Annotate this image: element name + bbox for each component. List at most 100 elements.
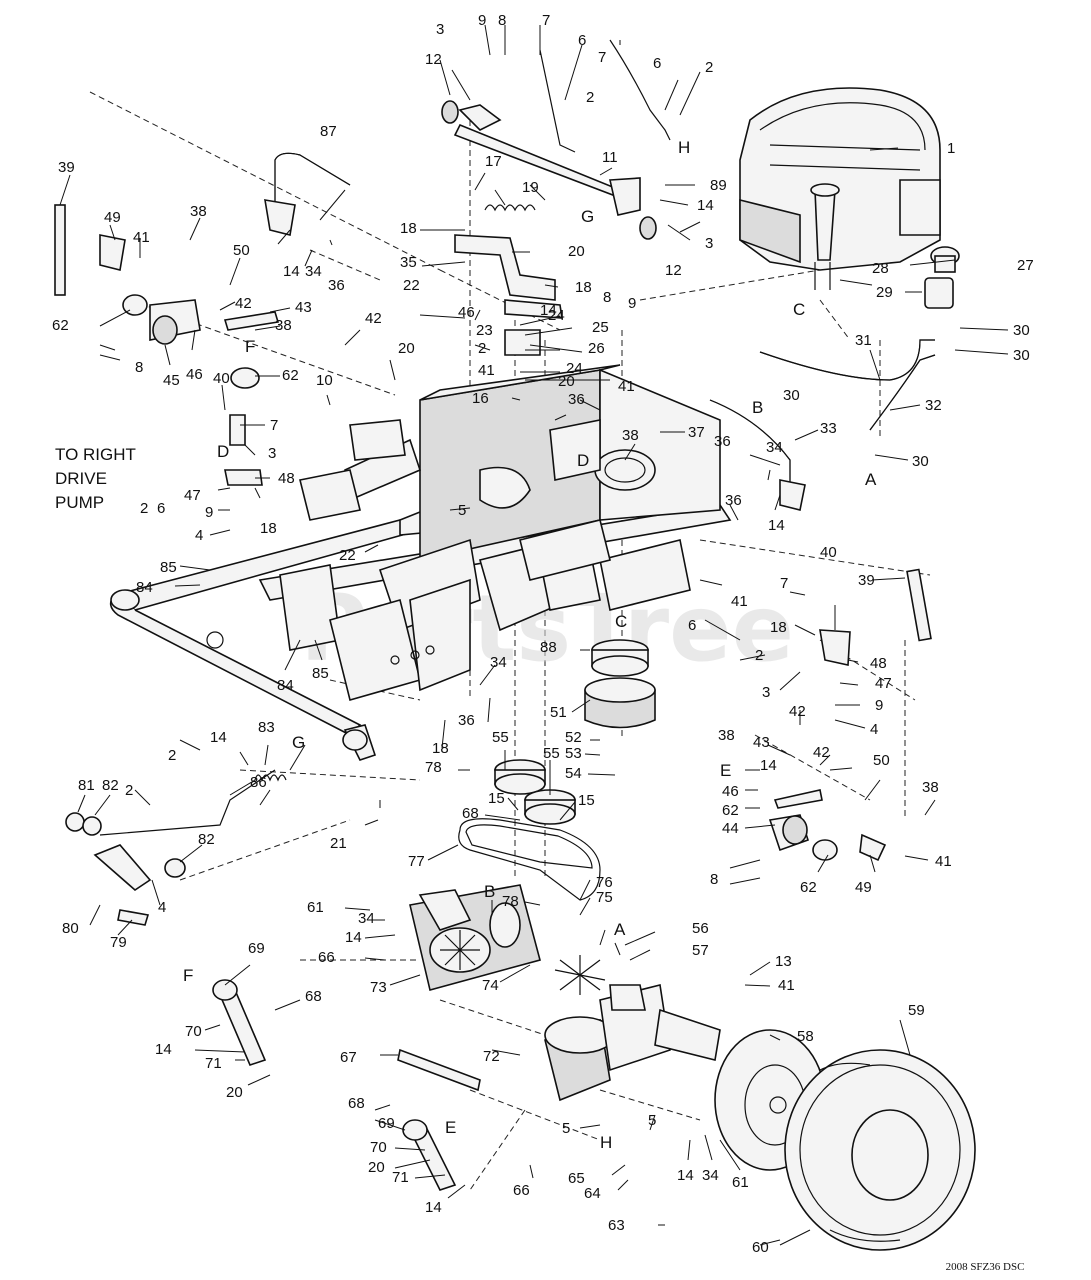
connector-letters: A A B B C C D D E E F F G G H H — [183, 138, 877, 1152]
callout-31: 31 — [855, 332, 872, 349]
callout-70: 70 — [370, 1139, 387, 1156]
callout-21: 21 — [330, 835, 347, 852]
callout-18: 18 — [400, 220, 417, 237]
callout-71: 71 — [392, 1169, 409, 1186]
callout-34: 34 — [702, 1167, 719, 1184]
callout-38: 38 — [622, 427, 639, 444]
callout-42: 42 — [789, 703, 806, 720]
callout-13: 13 — [775, 953, 792, 970]
callout-39: 39 — [58, 159, 75, 176]
callout-10: 10 — [316, 372, 333, 389]
callout-65: 65 — [568, 1170, 585, 1187]
callout-39: 39 — [858, 572, 875, 589]
connector-letter-c: C — [615, 612, 627, 631]
callout-20: 20 — [558, 373, 575, 390]
callout-62: 62 — [722, 802, 739, 819]
callout-57: 57 — [692, 942, 709, 959]
connector-letter-e: E — [445, 1118, 456, 1137]
callout-27: 27 — [1017, 257, 1034, 274]
connector-letter-c: C — [793, 300, 805, 319]
callout-9: 9 — [205, 504, 213, 521]
callout-52: 52 — [565, 729, 582, 746]
callout-88: 88 — [540, 639, 557, 656]
callout-61: 61 — [307, 899, 324, 916]
callout-68: 68 — [348, 1095, 365, 1112]
callout-6: 6 — [157, 500, 165, 517]
callout-41: 41 — [778, 977, 795, 994]
callout-4: 4 — [195, 527, 203, 544]
connector-letter-f: F — [183, 966, 193, 985]
callout-18: 18 — [260, 520, 277, 537]
note-to-right-drive-pump: TO RIGHT DRIVE PUMP — [55, 445, 136, 512]
callout-66: 66 — [318, 949, 335, 966]
connector-letter-d: D — [577, 451, 589, 470]
callout-84: 84 — [277, 677, 294, 694]
callout-3: 3 — [436, 21, 444, 38]
callout-30: 30 — [1013, 347, 1030, 364]
callout-17: 17 — [485, 153, 502, 170]
callout-55: 55 — [543, 745, 560, 762]
lower-left-linkage — [65, 769, 287, 926]
callout-2: 2 — [168, 747, 176, 764]
callout-14: 14 — [283, 263, 300, 280]
callout-34: 34 — [358, 910, 375, 927]
callout-2: 2 — [125, 782, 133, 799]
fuel-hoses — [709, 339, 936, 511]
callout-42: 42 — [813, 744, 830, 761]
callout-82: 82 — [102, 777, 119, 794]
callout-7: 7 — [780, 575, 788, 592]
callout-11: 11 — [602, 149, 618, 166]
callout-54: 54 — [565, 765, 582, 782]
callout-8: 8 — [603, 289, 611, 306]
callout-78: 78 — [502, 893, 519, 910]
callout-67: 67 — [340, 1049, 357, 1066]
note-line: TO RIGHT — [55, 445, 136, 464]
callout-36: 36 — [714, 433, 731, 450]
callout-48: 48 — [278, 470, 295, 487]
clutch-pulleys — [494, 639, 656, 825]
callout-81: 81 — [78, 777, 95, 794]
control-rods-top — [441, 39, 671, 240]
callout-3: 3 — [705, 235, 713, 252]
connector-letter-f: F — [245, 337, 255, 356]
callout-7: 7 — [598, 49, 606, 66]
fuel-filter — [924, 246, 960, 309]
callout-56: 56 — [692, 920, 709, 937]
engine — [739, 87, 941, 290]
callout-29: 29 — [876, 284, 893, 301]
callout-23: 23 — [476, 322, 493, 339]
callout-12: 12 — [665, 262, 682, 279]
callout-58: 58 — [797, 1028, 814, 1045]
callout-36: 36 — [458, 712, 475, 729]
callout-34: 34 — [766, 439, 783, 456]
callout-19: 19 — [522, 179, 539, 196]
callout-73: 73 — [370, 979, 387, 996]
callout-8: 8 — [135, 359, 143, 376]
callout-71: 71 — [205, 1055, 222, 1072]
callout-18: 18 — [575, 279, 592, 296]
callout-36: 36 — [568, 391, 585, 408]
callout-40: 40 — [213, 370, 230, 387]
connector-letter-h: H — [678, 138, 690, 157]
callout-18: 18 — [770, 619, 787, 636]
callout-74: 74 — [482, 977, 499, 994]
callout-30: 30 — [783, 387, 800, 404]
callout-61: 61 — [732, 1174, 749, 1191]
callout-62: 62 — [800, 879, 817, 896]
drawing-code: 2008 SFZ36 DSC — [946, 1261, 1025, 1273]
callout-15: 15 — [578, 792, 595, 809]
callout-43: 43 — [295, 299, 312, 316]
callout-59: 59 — [908, 1002, 925, 1019]
callout-8: 8 — [498, 12, 506, 29]
callout-78: 78 — [425, 759, 442, 776]
handle-87 — [264, 152, 351, 236]
callout-38: 38 — [275, 317, 292, 334]
callout-79: 79 — [110, 934, 127, 951]
callout-14: 14 — [760, 757, 777, 774]
callout-7: 7 — [270, 417, 278, 434]
callout-72: 72 — [483, 1048, 500, 1065]
callout-82: 82 — [198, 831, 215, 848]
callout-40: 40 — [820, 544, 837, 561]
callout-14: 14 — [155, 1041, 172, 1058]
